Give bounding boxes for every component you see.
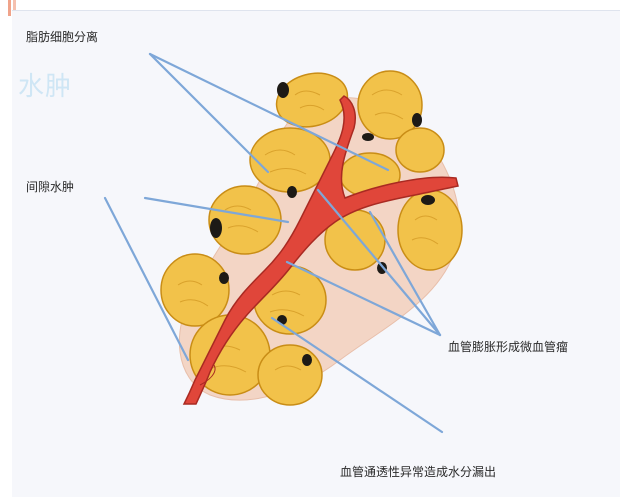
nucleus [287, 186, 297, 198]
fat-cell [396, 128, 444, 172]
nucleus [302, 354, 312, 366]
nucleus [219, 272, 229, 284]
label-fat-cell-separation: 脂肪细胞分离 [26, 28, 98, 45]
label-vessel-dilation: 血管膨胀形成微血管瘤 [448, 338, 568, 355]
nucleus [277, 82, 289, 98]
nucleus [412, 113, 422, 127]
fat-cell [161, 254, 229, 326]
nucleus [377, 262, 387, 274]
nucleus [362, 133, 374, 141]
label-interstitial-edema: 间隙水肿 [26, 178, 74, 195]
label-vessel-permeability: 血管通透性异常造成水分漏出 [340, 463, 496, 480]
fat-cell [258, 345, 322, 405]
nucleus [421, 195, 435, 205]
leader-line-fat-cell-separation-a [150, 54, 268, 172]
nucleus [210, 218, 222, 238]
